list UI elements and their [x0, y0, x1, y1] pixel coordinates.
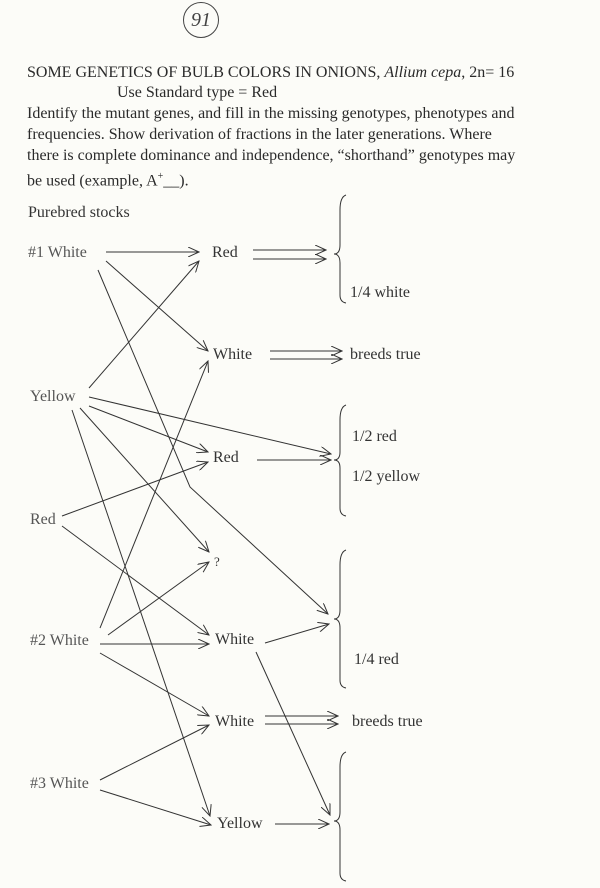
- species-name: Allium cepa: [384, 64, 462, 81]
- instructions-example: be used (example, A+__).: [27, 166, 189, 191]
- arrow-3white-yellow: [99, 789, 211, 825]
- parent-3-white: #3 White: [30, 775, 89, 792]
- arrow-1white-brace3: [97, 269, 328, 614]
- arrow-3white-white3: [99, 725, 209, 781]
- outcome-breeds-true-1: breeds true: [350, 346, 421, 363]
- parent-1-white: #1 White: [28, 244, 87, 261]
- instructions-line: there is complete dominance and independ…: [27, 147, 516, 164]
- brace-2: [333, 404, 347, 517]
- outcome-quarter-red: 1/4 red: [354, 651, 399, 668]
- title: SOME GENETICS OF BULB COLORS IN ONIONS, …: [27, 62, 514, 83]
- chromosome-count: , 2n= 16: [461, 64, 515, 81]
- outcome-half-yellow: 1/2 yellow: [352, 468, 420, 485]
- brace-4: [333, 751, 347, 882]
- arrow-2white-unknown: [107, 562, 209, 636]
- f1-white-3: White: [215, 713, 255, 730]
- example-sup: +: [157, 171, 164, 182]
- f1-red-2: Red: [213, 449, 239, 466]
- brace-3: [333, 549, 347, 689]
- outcome-breeds-true-2: breeds true: [352, 713, 423, 730]
- standard-type-note: Use Standard type = Red: [117, 84, 278, 101]
- arrow-yellow-red1: [88, 261, 199, 389]
- brace-1: [333, 194, 347, 304]
- example-suffix: __).: [163, 172, 189, 190]
- arrow-red-white2: [61, 525, 209, 635]
- example-prefix: be used (example, A: [27, 172, 158, 190]
- arrow-2white-white1: [99, 361, 208, 629]
- arrow-2white-white3: [99, 652, 209, 716]
- arrow-1white-white: [105, 260, 208, 351]
- f1-unknown: ?: [214, 554, 220, 569]
- arrow-yellow-unknown: [79, 407, 209, 552]
- outcome-half-red: 1/2 red: [352, 428, 397, 445]
- instructions-line: frequencies. Show derivation of fraction…: [27, 126, 492, 143]
- arrow-yellow-brace2: [88, 396, 331, 454]
- f1-white-2: White: [215, 631, 255, 648]
- f1-red-1: Red: [212, 244, 238, 261]
- section-label: Purebred stocks: [28, 204, 130, 221]
- page-number-stamp: 91: [183, 2, 219, 38]
- parent-yellow: Yellow: [30, 388, 76, 405]
- arrow-white2-brace4: [255, 651, 330, 815]
- arrow-white2-brace3: [264, 624, 329, 644]
- outcome-quarter-white: 1/4 white: [350, 284, 410, 301]
- arrow-red-red2: [61, 462, 208, 517]
- parent-red: Red: [30, 511, 56, 528]
- title-text: SOME GENETICS OF BULB COLORS IN ONIONS,: [27, 64, 385, 81]
- instructions-line: Identify the mutant genes, and fill in t…: [27, 105, 515, 122]
- f1-white-1: White: [213, 346, 253, 363]
- arrow-yellow-red2: [88, 405, 208, 452]
- parent-2-white: #2 White: [30, 632, 89, 649]
- f1-yellow: Yellow: [217, 815, 263, 832]
- arrow-yellow-yellow: [71, 409, 210, 816]
